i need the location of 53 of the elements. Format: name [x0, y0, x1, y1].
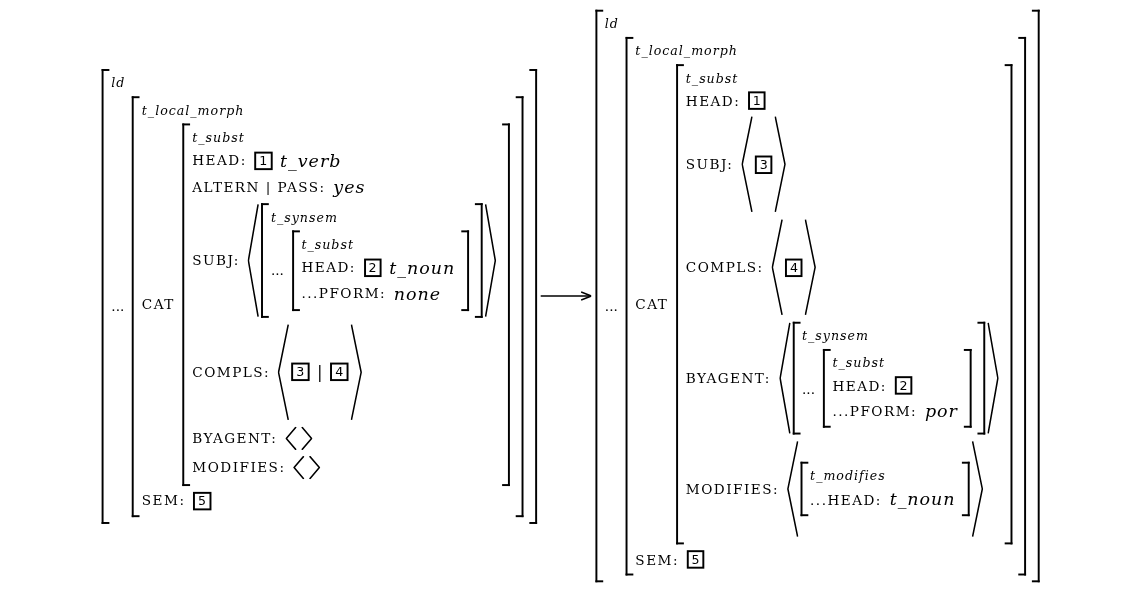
- feature-label: MODIFIES:: [192, 459, 286, 475]
- feature-label: CAT: [635, 296, 669, 313]
- tag-box: 1: [748, 91, 767, 110]
- type-label: t_local_morph: [142, 102, 245, 118]
- separator-text: |: [317, 362, 323, 382]
- ellipsis-text: ...: [111, 298, 125, 314]
- feature-label: SEM:: [635, 551, 680, 568]
- type-label: t_subst: [832, 355, 886, 371]
- feature-label: HEAD:: [192, 152, 248, 169]
- feature-label: MODIFIES:: [686, 481, 780, 497]
- type-label: ld: [111, 75, 126, 90]
- feature-label: HEAD:: [301, 259, 357, 276]
- ellipsis-text: ...: [605, 298, 619, 314]
- tag-box: 4: [330, 362, 349, 382]
- value-label: t_noun: [389, 257, 456, 278]
- feature-label: SUBJ:: [192, 252, 241, 268]
- value-label: none: [394, 283, 442, 304]
- value-label: t_noun: [890, 488, 956, 510]
- type-label: t_subst: [301, 236, 355, 252]
- feature-label: ...PFORM:: [301, 285, 387, 302]
- type-label: t_subst: [686, 70, 739, 86]
- tag-box: 5: [193, 491, 212, 510]
- feature-label: HEAD:: [686, 92, 741, 109]
- feature-label: BYAGENT:: [686, 370, 772, 386]
- ellipsis-text: ...: [271, 262, 285, 278]
- tag-box: 3: [291, 362, 310, 382]
- feature-label: ALTERN | PASS:: [192, 178, 326, 195]
- feature-label: HEAD:: [832, 377, 888, 394]
- type-label: t_subst: [192, 129, 246, 145]
- type-label: t_synsem: [802, 328, 870, 344]
- feature-label: BYAGENT:: [192, 430, 278, 446]
- feature-label: COMPLS:: [686, 259, 764, 276]
- feature-label: SEM:: [142, 492, 186, 509]
- ellipsis-text: ...: [802, 380, 816, 397]
- type-label: ld: [605, 16, 620, 32]
- feature-label: SUBJ:: [686, 156, 734, 173]
- tag-box: 5: [687, 550, 705, 569]
- type-label: t_local_morph: [635, 43, 739, 59]
- type-label: t_modifies: [810, 468, 886, 484]
- tag-box: 1: [254, 151, 273, 170]
- tag-box: 4: [785, 258, 804, 277]
- tag-box: 2: [364, 258, 382, 277]
- value-label: por: [925, 400, 959, 421]
- feature-label: COMPLS:: [192, 364, 271, 380]
- arrow: [540, 291, 593, 301]
- value-label: t_verb: [280, 150, 342, 171]
- feature-label: CAT: [142, 296, 176, 313]
- type-label: t_synsem: [271, 209, 339, 225]
- tag-box: 2: [895, 376, 913, 395]
- tag-box: 3: [755, 155, 773, 174]
- feature-label: ...PFORM:: [832, 402, 918, 419]
- feature-label: ...HEAD:: [810, 491, 883, 507]
- value-label: yes: [333, 176, 366, 197]
